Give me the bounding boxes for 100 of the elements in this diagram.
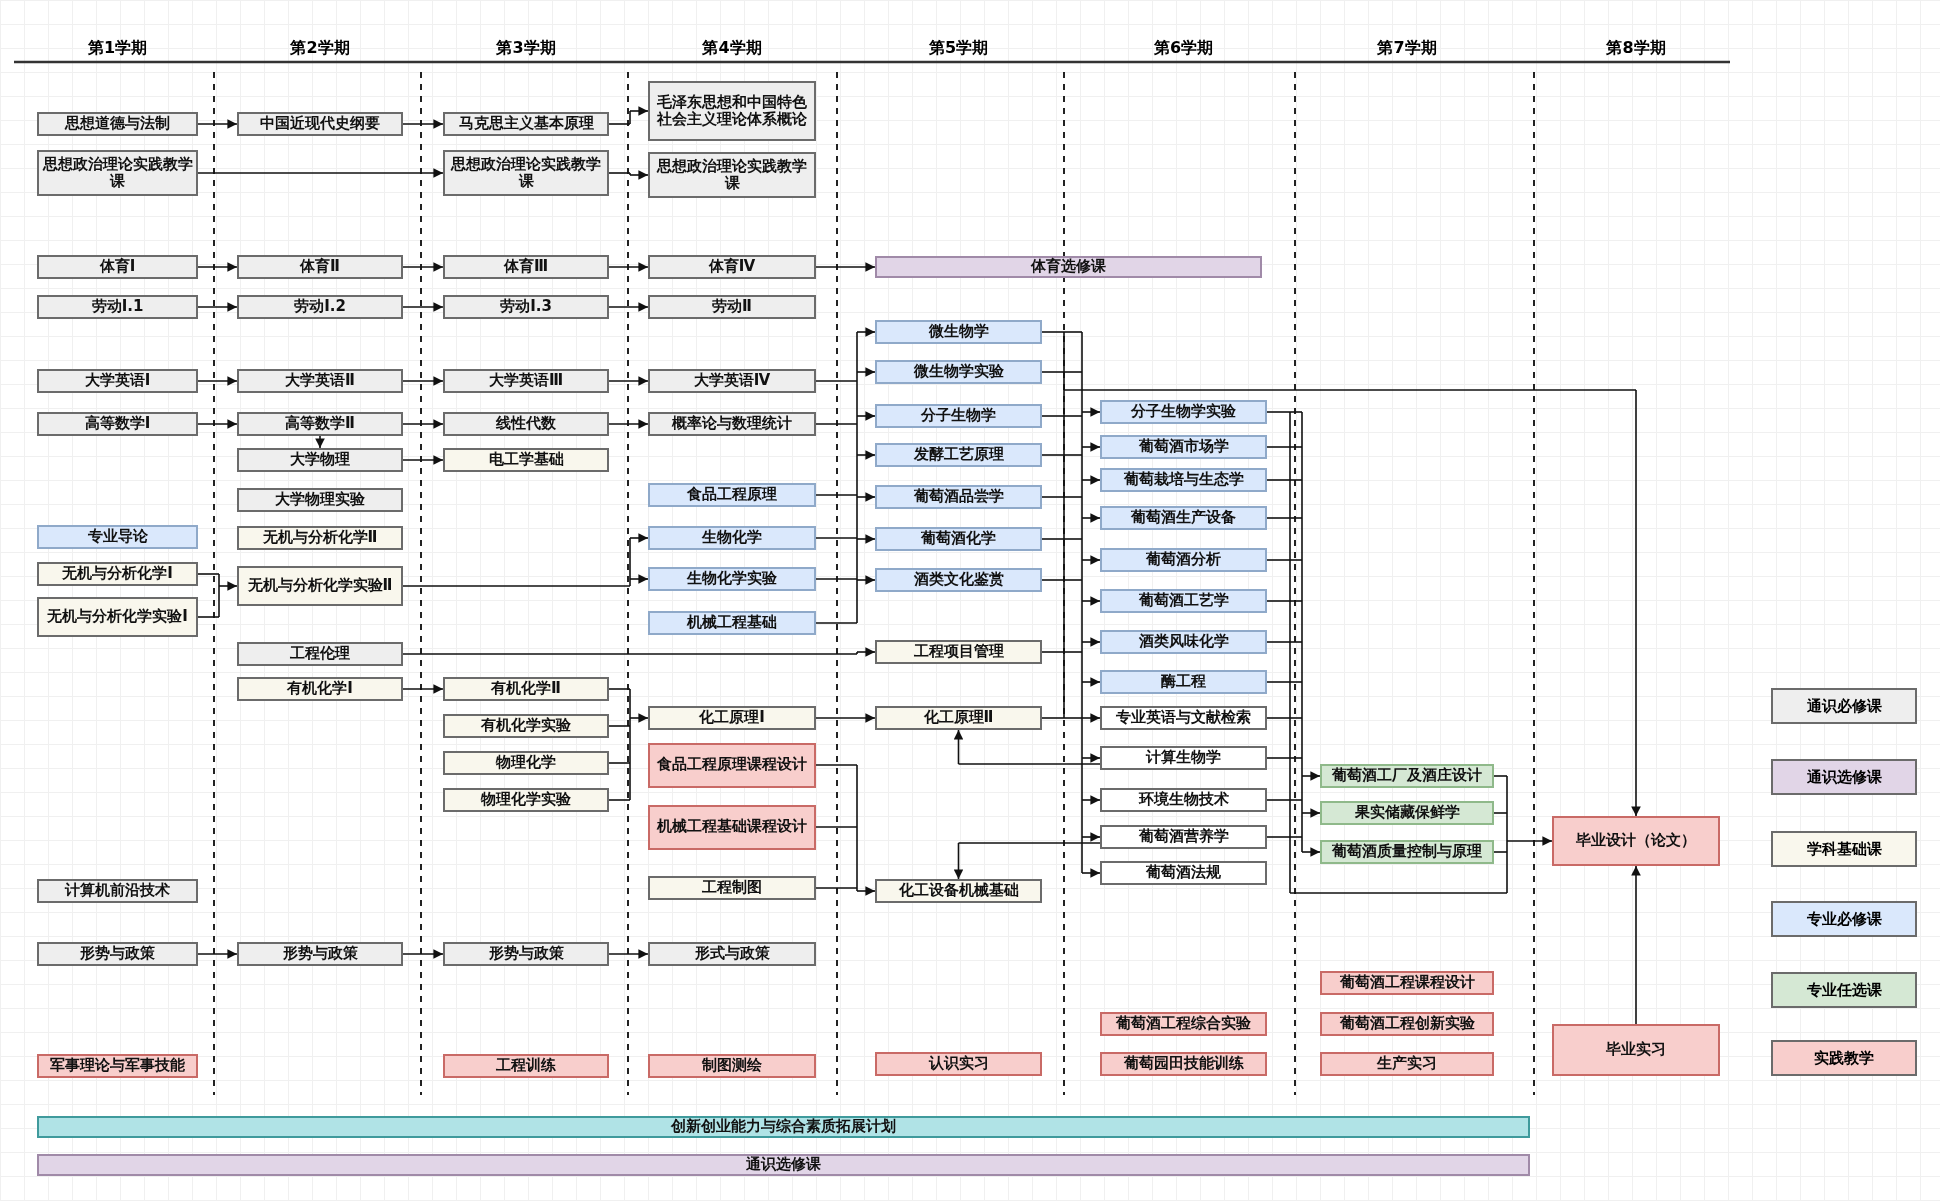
course-box: 食品工程原理 — [648, 483, 816, 507]
connector-line — [1506, 812, 1508, 842]
connector-line — [856, 380, 858, 417]
course-box: 军事理论与军事技能 — [37, 1054, 198, 1078]
connector-line — [629, 688, 631, 719]
connector-line — [1081, 446, 1083, 456]
connector-line — [856, 537, 858, 540]
arrow — [856, 886, 876, 896]
course-box: 高等数学Ⅰ — [37, 412, 198, 436]
connector-line — [1289, 517, 1303, 519]
arrow — [402, 419, 444, 429]
arrow — [197, 949, 238, 959]
connector-line — [1041, 415, 1065, 417]
connector-line — [1041, 717, 1065, 719]
connector-line — [856, 371, 858, 382]
connector-line — [1063, 331, 1083, 333]
arrow — [1081, 868, 1101, 878]
connector-line — [1289, 446, 1303, 448]
connector-line — [1289, 757, 1303, 759]
connector-line — [1063, 389, 1065, 417]
course-box: 葡萄酒工程课程设计 — [1320, 971, 1494, 995]
connector-line — [1266, 411, 1291, 413]
semester-header: 第7学期 — [1377, 38, 1437, 59]
connector-line — [218, 573, 220, 587]
connector-line — [1041, 454, 1065, 456]
arrow — [608, 262, 649, 272]
course-box: 葡萄酒工厂及酒庄设计 — [1320, 764, 1494, 788]
course-box: 酶工程 — [1100, 670, 1267, 694]
arrow — [608, 949, 649, 959]
arrow — [856, 534, 876, 544]
connector-line — [629, 172, 631, 176]
course-box: 有机化学Ⅱ — [443, 677, 609, 701]
course-box: 葡萄酒工程综合实验 — [1100, 1012, 1267, 1036]
connector-line — [1081, 411, 1083, 417]
arrow — [197, 419, 238, 429]
connector-line — [1266, 799, 1291, 801]
connector-line — [1266, 446, 1291, 448]
arrow — [1081, 637, 1101, 647]
course-box: 线性代数 — [443, 412, 609, 436]
connector-line — [1289, 717, 1291, 759]
connector-line — [1081, 651, 1083, 683]
connector-line — [1081, 836, 1083, 874]
arrow — [1081, 677, 1101, 687]
connector-line — [1266, 757, 1291, 759]
arrow — [629, 574, 649, 584]
arrow — [629, 106, 649, 116]
connector-line — [402, 585, 631, 587]
connector-line — [815, 578, 858, 580]
course-box: 形势与政策 — [237, 942, 403, 966]
connector-line — [1041, 371, 1065, 373]
semester-header: 第8学期 — [1606, 38, 1666, 59]
connector-line — [1289, 600, 1303, 602]
arrow — [856, 367, 876, 377]
connector-line — [1063, 454, 1065, 498]
arrow — [402, 302, 444, 312]
arrow — [1301, 808, 1321, 818]
course-box: 葡萄酒市场学 — [1100, 435, 1267, 459]
connector-line — [1266, 641, 1291, 643]
arrow — [1081, 753, 1101, 763]
connector-line — [1081, 496, 1083, 519]
connector-line — [1301, 600, 1303, 643]
connector-line — [1266, 717, 1291, 719]
course-box: 认识实习 — [875, 1052, 1042, 1076]
course-box: 分子生物学实验 — [1100, 400, 1267, 424]
connector-line — [1493, 851, 1508, 853]
arrow — [608, 302, 649, 312]
connector-line — [1289, 641, 1291, 683]
connector-line — [815, 887, 858, 889]
connector-line — [1289, 479, 1303, 481]
course-box: 工程制图 — [648, 876, 816, 900]
connector-line — [1289, 411, 1303, 413]
arrow — [629, 170, 649, 180]
connector-line — [629, 717, 631, 727]
connector-line — [1081, 559, 1083, 581]
legend-label: 专业必修课 — [1806, 909, 1882, 929]
course-box: 专业英语与文献检索 — [1100, 706, 1267, 730]
arrow — [953, 842, 964, 880]
connector-line — [1063, 579, 1065, 653]
arrow — [197, 376, 238, 386]
legend-label: 实践教学 — [1814, 1048, 1874, 1068]
course-box: 物理化学实验 — [443, 788, 609, 812]
connector-line — [815, 622, 858, 624]
connector-line — [1266, 681, 1291, 683]
connector-line — [1289, 892, 1508, 894]
arrow — [856, 450, 876, 460]
connector-line — [1081, 538, 1083, 561]
connector-line — [218, 585, 220, 618]
course-box: 劳动Ⅰ.2 — [237, 295, 403, 319]
connector-line — [1081, 579, 1083, 602]
connector-line — [856, 454, 858, 496]
connector-line — [1289, 836, 1291, 894]
arrow — [402, 262, 444, 272]
connector-line — [1289, 600, 1291, 643]
connector-line — [1266, 600, 1291, 602]
arrow — [1081, 407, 1101, 417]
connector-line — [1301, 559, 1303, 602]
connector-line — [1289, 681, 1291, 719]
program-band: 创新创业能力与综合素质拓展计划 — [37, 1116, 1530, 1138]
connector-line — [1301, 812, 1303, 838]
connector-line — [1063, 651, 1083, 653]
